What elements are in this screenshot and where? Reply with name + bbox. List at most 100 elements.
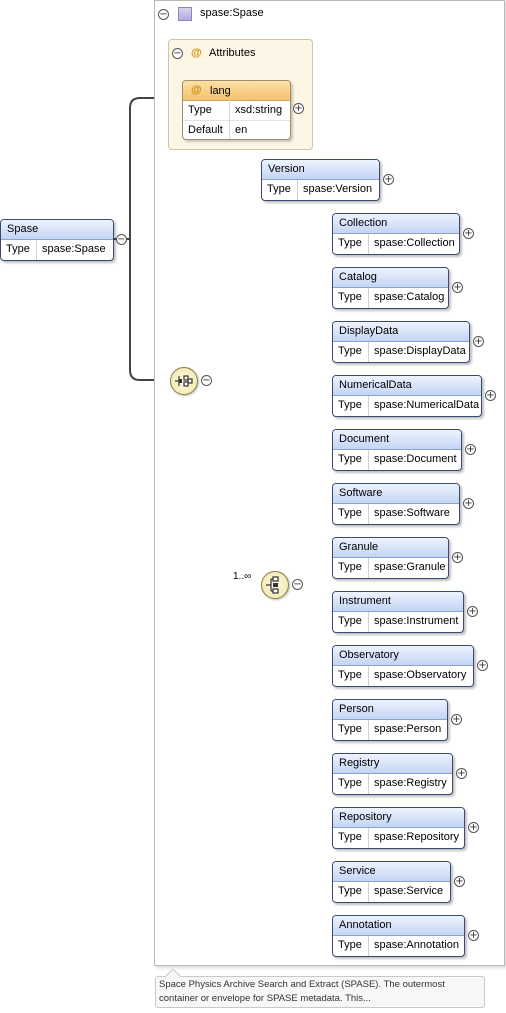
- element-type-value: spase:Repository: [374, 831, 459, 843]
- attribute-default-label: Default: [188, 124, 223, 136]
- element-name: Observatory: [339, 649, 399, 661]
- collapse-icon[interactable]: −: [158, 9, 169, 20]
- documentation-text: Space Physics Archive Search and Extract…: [159, 979, 445, 1004]
- element-name: Collection: [339, 217, 388, 229]
- expand-icon[interactable]: +: [463, 498, 474, 509]
- expand-icon[interactable]: +: [477, 660, 488, 671]
- element-type-value: spase:Software: [374, 507, 450, 519]
- expand-icon[interactable]: +: [468, 822, 479, 833]
- cardinality-label: 1..∞: [233, 571, 252, 582]
- element-type-label: Type: [338, 345, 362, 357]
- element-type-label: Type: [338, 561, 362, 573]
- element-type-value: spase:Instrument: [374, 615, 459, 627]
- element-name: Catalog: [339, 271, 377, 283]
- expand-icon[interactable]: +: [456, 768, 467, 779]
- element-name: Software: [339, 487, 383, 499]
- element-type-label: Type: [338, 669, 362, 681]
- element-type-value: spase:Granule: [374, 561, 446, 573]
- element-type-label: Type: [338, 939, 362, 951]
- choice-compositor-icon[interactable]: [261, 571, 289, 599]
- element-type-value: spase:Version: [303, 183, 373, 195]
- expand-icon[interactable]: +: [383, 174, 394, 185]
- element-type-label: Type: [338, 615, 362, 627]
- element-name: Document: [339, 433, 390, 445]
- element-name: Instrument: [339, 595, 391, 607]
- collapse-icon[interactable]: −: [116, 234, 127, 245]
- element-type-label: Type: [338, 831, 362, 843]
- element-name: Service: [339, 865, 376, 877]
- element-type-value: spase:Document: [374, 453, 457, 465]
- expand-icon[interactable]: +: [463, 228, 474, 239]
- element-name: Repository: [339, 811, 392, 823]
- element-name: Person: [339, 703, 374, 715]
- element-name: NumericalData: [339, 379, 412, 391]
- element-type-value: spase:Annotation: [374, 939, 460, 951]
- element-version[interactable]: Version Type spase:Version: [261, 159, 380, 201]
- at-sign-icon: @: [191, 47, 202, 59]
- element-name: Granule: [339, 541, 379, 553]
- attribute-type-label: Type: [188, 104, 212, 116]
- element-type-value: spase:Collection: [374, 237, 455, 249]
- element-type-value: spase:Service: [374, 885, 444, 897]
- element-type-label: Type: [267, 183, 291, 195]
- element-type-label: Type: [338, 885, 362, 897]
- element-type-label: Type: [338, 507, 362, 519]
- element-type-label: Type: [338, 237, 362, 249]
- element-type-value: spase:NumericalData: [374, 399, 480, 411]
- at-sign-icon: @: [191, 84, 202, 96]
- attributes-title: Attributes: [209, 47, 256, 59]
- expand-icon[interactable]: +: [451, 714, 462, 725]
- element-type-label: Type: [338, 777, 362, 789]
- expand-icon[interactable]: +: [293, 103, 304, 114]
- expand-icon[interactable]: +: [454, 876, 465, 887]
- element-type-value: spase:Observatory: [374, 669, 467, 681]
- collapse-icon[interactable]: −: [201, 375, 212, 386]
- attribute-lang-name: lang: [210, 85, 231, 97]
- element-type-value: spase:Catalog: [374, 291, 445, 303]
- expand-icon[interactable]: +: [468, 930, 479, 941]
- element-type-value: spase:DisplayData: [374, 345, 466, 357]
- expand-icon[interactable]: +: [452, 282, 463, 293]
- frame-title: spase:Spase: [200, 7, 264, 19]
- element-name: Annotation: [339, 919, 392, 931]
- collapse-icon[interactable]: −: [292, 579, 303, 590]
- attribute-lang[interactable]: @ lang Type xsd:string Default en: [182, 80, 291, 140]
- element-type-label: Type: [338, 723, 362, 735]
- documentation-tooltip: Space Physics Archive Search and Extract…: [155, 976, 485, 1008]
- element-type-value: spase:Person: [374, 723, 442, 735]
- root-type-value: spase:Spase: [42, 243, 106, 255]
- expand-icon[interactable]: +: [452, 552, 463, 563]
- element-type-label: Type: [338, 399, 362, 411]
- sequence-compositor-icon[interactable]: [170, 367, 198, 395]
- collapse-icon[interactable]: −: [172, 48, 183, 59]
- complex-type-square-icon: [178, 7, 192, 21]
- root-element-name: Spase: [7, 223, 39, 235]
- root-type-label: Type: [6, 243, 30, 255]
- expand-icon[interactable]: +: [485, 390, 496, 401]
- element-name: Registry: [339, 757, 380, 769]
- element-name: DisplayData: [339, 325, 399, 337]
- expand-icon[interactable]: +: [467, 606, 478, 617]
- attribute-type-value: xsd:string: [235, 104, 283, 116]
- element-type-label: Type: [338, 291, 362, 303]
- element-type-value: spase:Registry: [374, 777, 447, 789]
- expand-icon[interactable]: +: [465, 444, 476, 455]
- expand-icon[interactable]: +: [473, 336, 484, 347]
- element-type-label: Type: [338, 453, 362, 465]
- tooltip-pointer: [165, 969, 181, 978]
- root-element-spase[interactable]: Spase Type spase:Spase: [0, 219, 114, 261]
